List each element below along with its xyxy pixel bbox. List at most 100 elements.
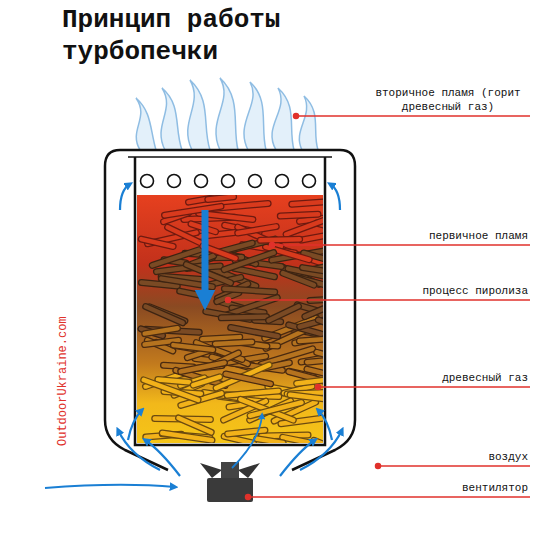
stick-outline: [165, 206, 221, 215]
part-label: древесный газ: [442, 371, 528, 385]
stick-outline: [283, 273, 314, 285]
stick-outline: [221, 317, 266, 318]
leader-dot: [376, 464, 381, 469]
flame: [272, 88, 294, 150]
stick-outline: [250, 402, 301, 415]
wood-stick: [260, 239, 299, 240]
wood-stick: [202, 337, 240, 339]
inner-chamber: [135, 157, 325, 445]
hole: [195, 175, 208, 188]
fan-motor: [207, 478, 253, 502]
wood-stick: [250, 402, 301, 415]
wood-stick: [302, 230, 323, 240]
part-label: воздух: [488, 450, 528, 464]
air-arrow: [145, 440, 180, 476]
air-holes: [141, 175, 316, 188]
part-label: процесс пиролиза: [422, 284, 528, 298]
fan-blade: [238, 463, 260, 478]
part-label: вторичное пламя (горит древесный газ): [368, 86, 528, 114]
wood-stick: [208, 197, 234, 200]
leader-dot: [226, 298, 231, 303]
stick-outline: [168, 227, 201, 243]
stick-outline: [144, 380, 198, 400]
part-label: первичное пламя: [429, 229, 528, 243]
leader-lines: [226, 114, 531, 500]
wood-stick: [168, 227, 201, 243]
hole: [249, 175, 262, 188]
hole: [222, 175, 235, 188]
stick-outline: [202, 337, 240, 339]
stick-outline: [280, 214, 318, 216]
stick-outline: [286, 218, 323, 234]
stick-outline: [146, 307, 183, 323]
stick-outline: [145, 328, 178, 333]
flame: [216, 78, 238, 150]
wood-stick: [228, 430, 265, 434]
wood-stick: [215, 342, 252, 344]
wood-stick: [173, 345, 212, 350]
wood-stick: [158, 379, 189, 382]
wood-stick: [231, 328, 278, 337]
secondary-flames: [136, 78, 318, 150]
air-arrow: [318, 410, 332, 440]
hole: [276, 175, 289, 188]
wood-stick: [286, 218, 323, 234]
stick-outline: [181, 363, 225, 372]
wood-stick: [146, 307, 183, 323]
wood-stick: [165, 206, 221, 215]
hole: [303, 175, 316, 188]
stick-outline: [317, 352, 323, 365]
wood-stick: [227, 391, 278, 395]
flame: [136, 98, 156, 150]
flame: [188, 80, 210, 150]
air-arrow: [118, 430, 160, 470]
wood-stick: [193, 377, 219, 385]
stick-outline: [226, 374, 271, 384]
leader-line: [296, 115, 530, 117]
stick-outline: [208, 197, 234, 200]
leader-line: [318, 386, 530, 388]
wood-stick: [307, 359, 323, 362]
diagram-title: Принцип работы турбопечки: [62, 4, 332, 68]
wood-stick: [305, 298, 323, 317]
stick-outline: [224, 436, 253, 443]
stick-outline: [180, 291, 204, 296]
wood-sticks: [141, 196, 323, 443]
leader-line: [228, 299, 530, 301]
wood-stick: [180, 291, 204, 296]
wood-stick: [238, 227, 276, 233]
wood-stick: [234, 268, 274, 276]
wood-stick: [179, 418, 212, 432]
wood-stick: [257, 439, 283, 443]
air-arrow: [45, 485, 175, 488]
leader-line: [272, 244, 530, 246]
stick-outline: [307, 359, 323, 362]
fan-symbol: [200, 462, 260, 502]
stick-outline: [257, 439, 283, 443]
stick-outline: [234, 268, 274, 276]
wood-stick: [317, 352, 323, 365]
stick-outline: [231, 328, 278, 337]
air-arrows: [45, 184, 342, 488]
wood-stick: [303, 268, 323, 276]
stick-outline: [152, 249, 201, 265]
wood-stick: [181, 363, 225, 372]
down-arrow: [202, 210, 209, 300]
stick-outline: [215, 342, 252, 344]
wood-stick: [283, 273, 314, 285]
air-arrow: [300, 430, 342, 470]
wood-stick: [318, 320, 323, 338]
leader-dot: [270, 243, 275, 248]
stick-outline: [227, 391, 278, 395]
hole: [168, 175, 181, 188]
stick-outline: [260, 239, 299, 240]
leader-line: [248, 496, 530, 498]
leader-dot: [316, 385, 321, 390]
wood-stick: [292, 200, 323, 204]
air-arrow: [128, 410, 142, 440]
stick-outline: [307, 369, 323, 377]
wood-stick: [145, 328, 178, 333]
leader-dot: [246, 495, 251, 500]
